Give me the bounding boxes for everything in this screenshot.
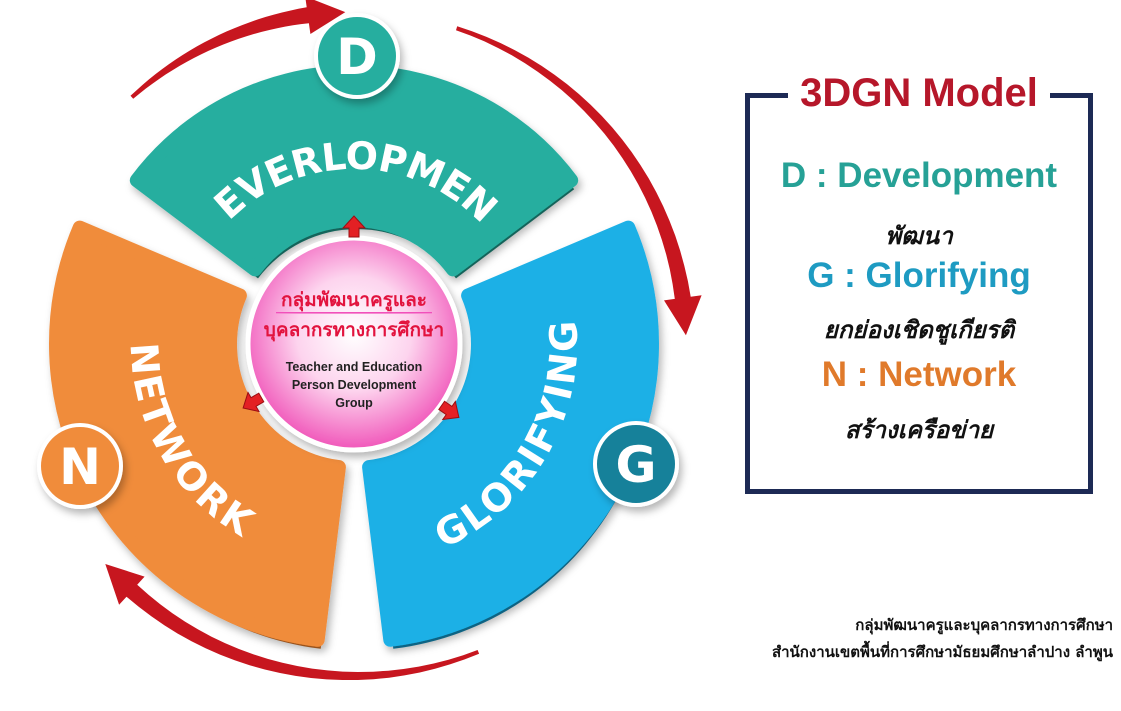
hub-eng-line-3: Group — [335, 396, 373, 410]
hub-thai-line-2: บุคลากรทางการศึกษา — [264, 319, 444, 342]
hub-eng-line-1: Teacher and Education — [286, 360, 423, 374]
hub-arrow-left — [242, 391, 265, 413]
model-title: 3DGN Model — [750, 65, 1088, 121]
cycle-arrow-top-left — [130, 0, 346, 99]
segment-n — [49, 220, 346, 649]
legend-term-d: D : Development — [780, 156, 1058, 195]
central-hub — [245, 235, 463, 453]
badge-d: D — [314, 13, 400, 99]
badge-g: G — [593, 421, 679, 507]
hub-thai-line-1: กลุ่มพัฒนาครูและ — [281, 289, 427, 312]
cycle-arrow-right — [456, 26, 702, 336]
segment-g — [362, 220, 659, 649]
legend-thai-g: ยกย่องเชิดชูเกียรติ — [823, 316, 1015, 344]
legend-thai-n: สร้างเครือข่าย — [844, 416, 994, 444]
hub-divider — [276, 312, 432, 314]
badge-n: N — [37, 423, 123, 509]
legend-term-n: N : Network — [821, 355, 1017, 394]
badge-letter-d: D — [336, 28, 378, 86]
legend-term-g: G : Glorifying — [807, 256, 1031, 295]
segment-d — [129, 65, 579, 279]
footer-organization: กลุ่มพัฒนาครูและบุคลากรทางการศึกษา สำนัก… — [772, 612, 1113, 666]
hub-arrow-right — [438, 400, 460, 421]
cycle-arrows — [105, 0, 702, 680]
badge-letter-g: G — [615, 436, 656, 494]
badge-letter-n: N — [59, 438, 101, 496]
hub-eng-line-2: Person Development — [292, 378, 417, 392]
legend-thai-d: พัฒนา — [885, 222, 953, 250]
hub-arrow-up — [341, 215, 367, 238]
model-title-text: 3DGN Model — [788, 71, 1050, 115]
cycle-arrow-bottom — [105, 564, 480, 680]
3dgn-cycle-diagram: DEVERLOPMENTGLORIFYINGNETWORK กลุ่มพัฒนา… — [37, 0, 702, 680]
footer-line-1: กลุ่มพัฒนาครูและบุคลากรทางการศึกษา — [855, 616, 1113, 634]
hub-arrows — [242, 215, 460, 421]
footer-line-2: สำนักงานเขตพื้นที่การศึกษามัธยมศึกษาลำปา… — [771, 643, 1113, 661]
model-legend-box: 3DGN Model D : Development พัฒนา G : Glo… — [745, 71, 1093, 494]
